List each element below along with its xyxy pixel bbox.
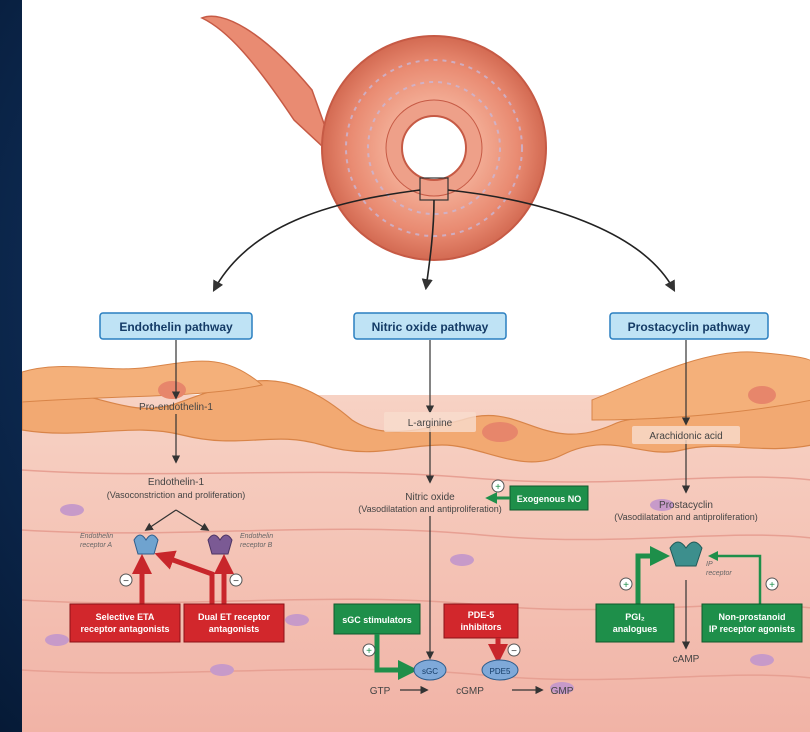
receptor-a-label-1: Endothelin	[80, 533, 113, 540]
agonist-line1: Non-prostanoid	[719, 612, 786, 622]
blood-vessel-illustration	[202, 16, 546, 260]
exogenous-no-box: Exogenous NO	[510, 486, 588, 510]
plus-label: +	[769, 580, 775, 591]
non-prostanoid-agonists-box: Non-prostanoid IP receptor agonists	[702, 604, 802, 642]
sgc-label: sGC	[422, 667, 438, 676]
gmp-label: GMP	[551, 686, 574, 697]
nitric-oxide-pathway-box: Nitric oxide pathway	[354, 313, 506, 339]
plus-label: +	[495, 482, 501, 493]
diagram-panel: Endothelin pathway Nitric oxide pathway …	[22, 0, 810, 732]
camp-label: cAMP	[673, 654, 700, 665]
minus-label: −	[233, 576, 239, 587]
pde5-enzyme-icon: PDE5	[482, 660, 518, 680]
receptor-b-label-2: receptor B	[240, 542, 273, 549]
endothelin-1-effect-label: (Vasoconstriction and proliferation)	[107, 490, 245, 500]
pgi2-line1: PGI₂	[625, 612, 645, 622]
ip-receptor-label-1: IP	[706, 561, 713, 568]
exogenous-no-label: Exogenous NO	[517, 494, 582, 504]
prostacyclin-pathway-label: Prostacyclin pathway	[628, 320, 751, 334]
receptor-b-label-1: Endothelin	[240, 533, 273, 540]
sgc-stimulators-box: sGC stimulators	[334, 604, 420, 634]
selective-eta-antagonists-box: Selective ETA receptor antagonists	[70, 604, 180, 642]
pde5-label: PDE5	[490, 667, 511, 676]
drug1-line1: Selective ETA	[96, 612, 155, 622]
receptor-a-label-2: receptor A	[80, 542, 112, 549]
pro-endothelin-label: Pro-endothelin-1	[139, 402, 213, 413]
endothelin-pathway-box: Endothelin pathway	[100, 313, 252, 339]
drug1-line2: receptor antagonists	[80, 624, 169, 634]
agonist-line2: IP receptor agonists	[709, 624, 795, 634]
l-arginine-label: L-arginine	[408, 418, 453, 429]
drug2-line1: Dual ET receptor	[198, 612, 271, 622]
endothelin-pathway-label: Endothelin pathway	[119, 320, 233, 334]
pde5-inhibitors-box: PDE-5 inhibitors	[444, 604, 518, 638]
pah-pathways-diagram: Endothelin pathway Nitric oxide pathway …	[22, 0, 810, 732]
nitric-oxide-effect-label: (Vasodilatation and antiproliferation)	[358, 504, 501, 514]
cgmp-label: cGMP	[456, 686, 484, 697]
ip-receptor-label-2: receptor	[706, 570, 732, 577]
prostacyclin-pathway-box: Prostacyclin pathway	[610, 313, 768, 339]
pde5-line1: PDE-5	[468, 610, 495, 620]
minus-label: −	[123, 576, 129, 587]
pde5-line2: inhibitors	[461, 622, 502, 632]
nitric-oxide-pathway-label: Nitric oxide pathway	[372, 320, 489, 334]
gtp-label: GTP	[370, 686, 391, 697]
plus-label: +	[623, 580, 629, 591]
sgc-stimulators-label: sGC stimulators	[342, 615, 412, 625]
pgi2-line2: analogues	[613, 624, 658, 634]
prostacyclin-label: Prostacyclin	[659, 500, 713, 511]
prostacyclin-effect-label: (Vasodilatation and antiproliferation)	[614, 512, 757, 522]
minus-label: −	[511, 646, 517, 657]
plus-label: +	[366, 646, 372, 657]
endothelin-1-label: Endothelin-1	[148, 477, 205, 488]
arachidonic-acid-label: Arachidonic acid	[649, 431, 722, 442]
pgi2-analogues-box: PGI₂ analogues	[596, 604, 674, 642]
drug2-line2: antagonists	[209, 624, 260, 634]
nitric-oxide-label: Nitric oxide	[405, 492, 455, 503]
sgc-enzyme-icon: sGC	[414, 660, 446, 680]
dual-et-antagonists-box: Dual ET receptor antagonists	[184, 604, 284, 642]
